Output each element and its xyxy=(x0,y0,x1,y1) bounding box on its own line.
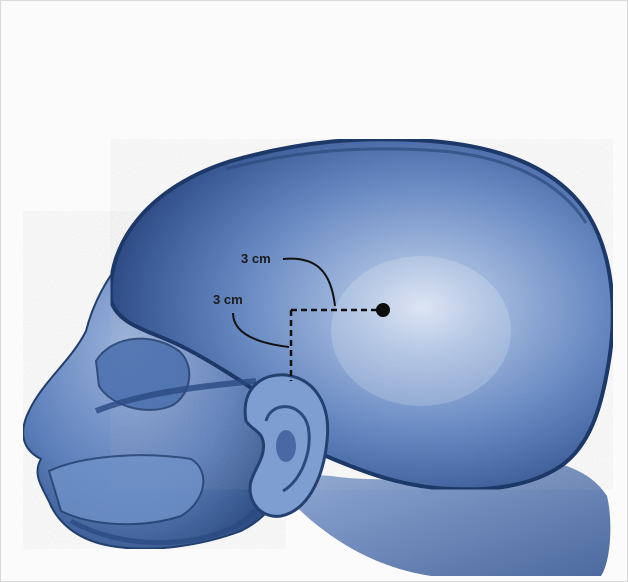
cranium-highlight xyxy=(331,256,511,406)
measure-label-top: 3 cm xyxy=(241,251,271,266)
target-point xyxy=(376,303,390,317)
maxilla xyxy=(49,455,203,524)
measure-label-left: 3 cm xyxy=(213,292,243,307)
